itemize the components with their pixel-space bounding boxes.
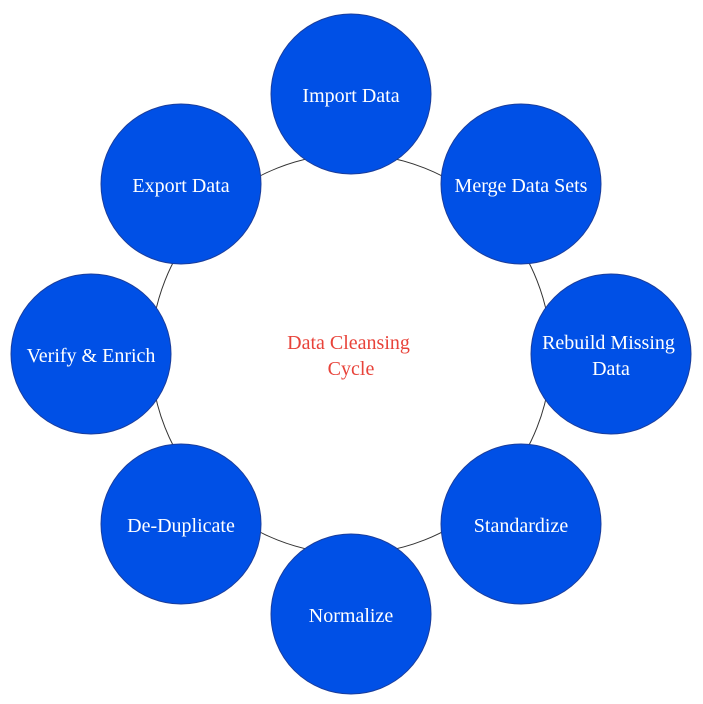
step-de-duplicate: De-Duplicate	[100, 443, 262, 605]
step-rebuild-missing-data: Rebuild Missing Data	[530, 273, 692, 435]
step-circle	[100, 443, 262, 605]
step-label: Export Data	[132, 175, 229, 197]
svg-text:Standardize: Standardize	[474, 515, 569, 537]
step-label: Normalize	[309, 605, 394, 627]
step-export-data: Export Data	[100, 103, 262, 265]
svg-text:Export Data: Export Data	[132, 175, 229, 197]
step-merge-data-sets: Merge Data Sets	[440, 103, 602, 265]
step-label-line-1: Rebuild Missing	[542, 332, 675, 354]
svg-text:Merge Data Sets: Merge Data Sets	[455, 175, 588, 197]
step-label: Verify & Enrich	[27, 345, 156, 367]
step-label: Standardize	[474, 515, 569, 537]
step-label: De-Duplicate	[127, 515, 235, 537]
step-label: Import Data	[302, 85, 399, 107]
step-standardize: Standardize	[440, 443, 602, 605]
step-circle	[10, 273, 172, 435]
center-title: Data Cleansing Cycle	[287, 332, 415, 380]
step-circle	[440, 103, 602, 265]
svg-text:Import Data: Import Data	[302, 85, 399, 107]
svg-text:Rebuild Missing Data: Rebuild Missing Data	[542, 332, 680, 380]
step-normalize: Normalize	[270, 533, 432, 695]
step-import-data: Import Data	[270, 13, 432, 175]
step-circle	[100, 103, 262, 265]
step-circle	[270, 533, 432, 695]
step-circle	[530, 273, 692, 435]
step-circle	[440, 443, 602, 605]
step-label: Merge Data Sets	[455, 175, 588, 197]
svg-text:Verify & Enrich: Verify & Enrich	[27, 345, 156, 367]
center-title-line-2: Cycle	[328, 358, 375, 380]
step-label-line-2: Data	[592, 358, 630, 380]
svg-text:De-Duplicate: De-Duplicate	[127, 515, 235, 537]
center-title-line-1: Data Cleansing	[287, 332, 410, 354]
svg-text:Normalize: Normalize	[309, 605, 394, 627]
step-verify-enrich: Verify & Enrich	[10, 273, 172, 435]
step-circle	[270, 13, 432, 175]
